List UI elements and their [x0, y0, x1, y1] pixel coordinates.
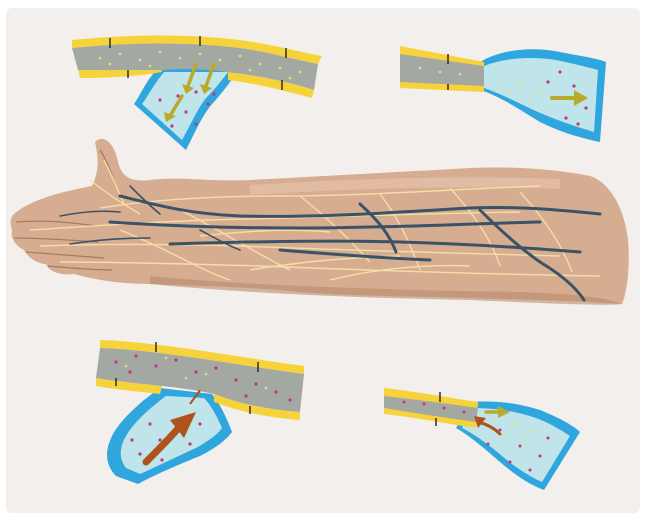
illustration-svg [0, 0, 648, 519]
illustration-canvas [0, 0, 648, 519]
